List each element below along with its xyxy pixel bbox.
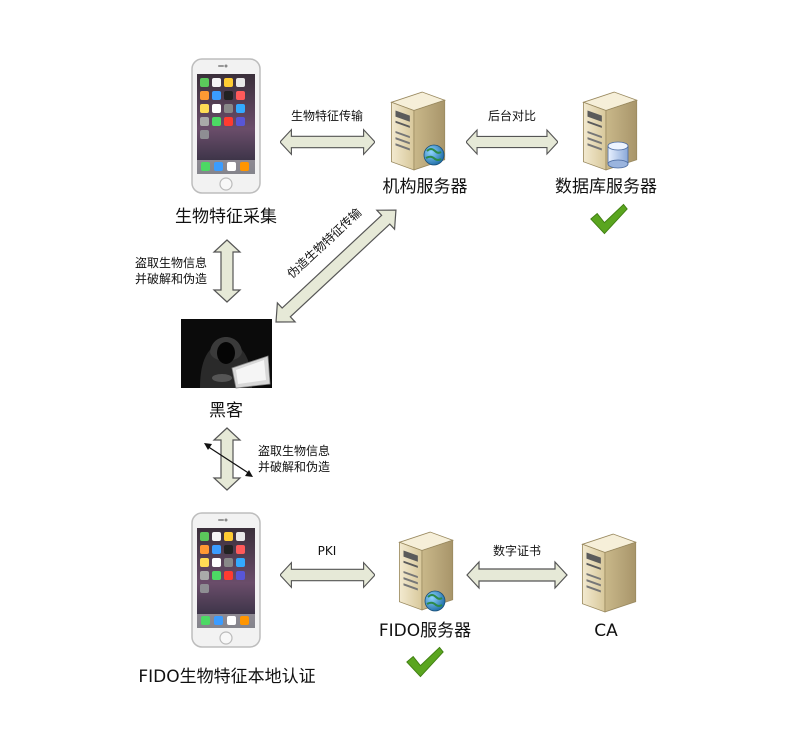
bottom-phone bbox=[191, 512, 261, 648]
steal-arrow-bottom bbox=[204, 427, 253, 491]
hacker-label: 黑客 bbox=[209, 401, 243, 421]
pki-arrow bbox=[280, 562, 375, 588]
steal-arrow-top bbox=[212, 239, 242, 303]
pki-label: PKI bbox=[318, 544, 337, 558]
globe-icon bbox=[423, 144, 445, 166]
ca-server bbox=[581, 533, 637, 613]
compare-arrow bbox=[466, 129, 558, 155]
top-phone bbox=[191, 58, 261, 194]
transmit-arrow bbox=[280, 129, 375, 155]
ca-label: CA bbox=[594, 621, 618, 641]
cert-arrow bbox=[466, 561, 568, 589]
steal-label-top-1: 盗取生物信息 bbox=[135, 255, 207, 270]
check-icon bbox=[590, 203, 628, 235]
org-server-label: 机构服务器 bbox=[383, 177, 468, 197]
check-icon bbox=[406, 646, 444, 678]
steal-label-top-2: 并破解和伪造 bbox=[135, 271, 207, 286]
smartphone-icon bbox=[191, 58, 261, 194]
compare-label: 后台对比 bbox=[488, 108, 536, 123]
hacker-icon bbox=[181, 319, 272, 389]
globe-icon bbox=[424, 590, 446, 612]
org-server bbox=[390, 91, 446, 171]
steal-label-bottom-2: 并破解和伪造 bbox=[258, 459, 330, 474]
db-server bbox=[582, 91, 638, 171]
forge-arrow bbox=[275, 209, 397, 323]
top-phone-label: 生物特征采集 bbox=[175, 207, 277, 227]
transmit-label: 生物特征传输 bbox=[291, 108, 363, 123]
fido-server bbox=[398, 531, 454, 612]
smartphone-icon bbox=[191, 512, 261, 648]
server-icon bbox=[581, 533, 637, 613]
bottom-phone-label: FIDO生物特征本地认证 bbox=[138, 667, 315, 687]
db-server-label: 数据库服务器 bbox=[555, 177, 657, 197]
cert-label: 数字证书 bbox=[493, 543, 541, 558]
database-icon bbox=[607, 141, 629, 169]
steal-label-bottom-1: 盗取生物信息 bbox=[258, 443, 330, 458]
fido-server-label: FIDO服务器 bbox=[379, 621, 471, 641]
